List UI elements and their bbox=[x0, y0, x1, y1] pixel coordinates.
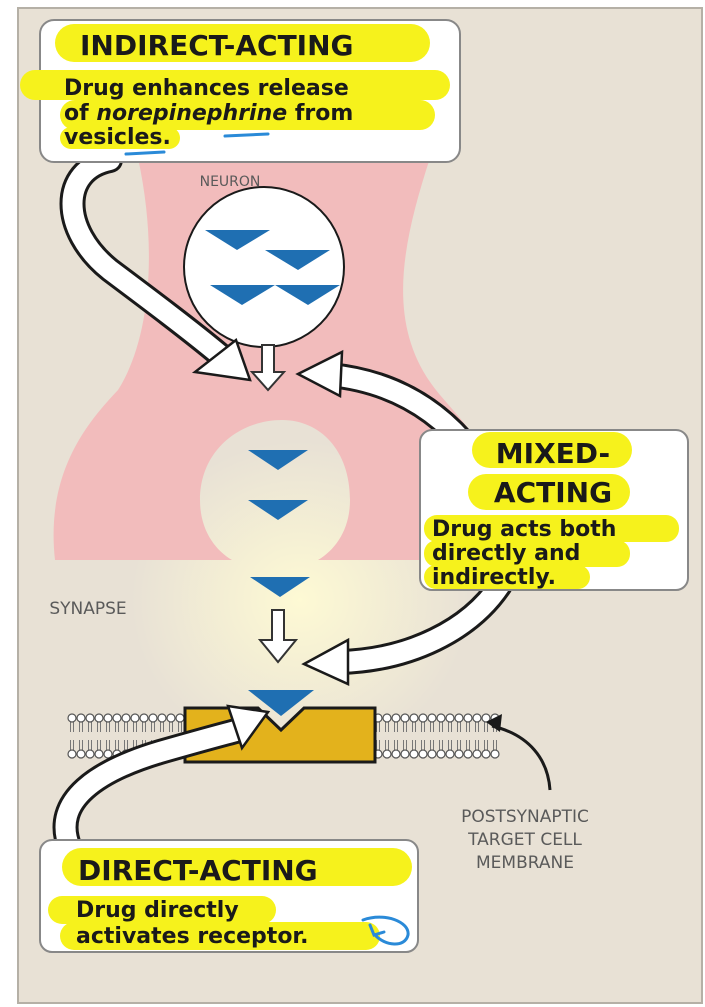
lipid-head bbox=[428, 750, 436, 758]
mixed-line-1: Drug acts both bbox=[432, 517, 616, 542]
lipid-head bbox=[437, 714, 445, 722]
lipid-head bbox=[68, 714, 76, 722]
lipid-head bbox=[446, 750, 454, 758]
vesicle bbox=[184, 187, 344, 347]
lipid-head bbox=[113, 714, 121, 722]
lipid-head bbox=[473, 714, 481, 722]
lipid-head bbox=[140, 714, 148, 722]
lipid-head bbox=[77, 750, 85, 758]
lipid-head bbox=[410, 750, 418, 758]
lipid-head bbox=[77, 714, 85, 722]
direct-line-1: Drug directly bbox=[76, 898, 239, 923]
lipid-head bbox=[86, 714, 94, 722]
lipid-head bbox=[491, 750, 499, 758]
lipid-head bbox=[95, 714, 103, 722]
lipid-head bbox=[158, 714, 166, 722]
indirect-title: INDIRECT-ACTING bbox=[80, 29, 354, 62]
indirect-line-1: Drug enhances release bbox=[64, 76, 349, 101]
lipid-head bbox=[401, 714, 409, 722]
lipid-head bbox=[68, 750, 76, 758]
direct-title: DIRECT-ACTING bbox=[78, 854, 318, 887]
postsynaptic-label-1: POSTSYNAPTIC bbox=[461, 807, 589, 827]
lipid-head bbox=[464, 750, 472, 758]
lipid-head bbox=[131, 714, 139, 722]
lipid-head bbox=[167, 714, 175, 722]
indirect-line-3: vesicles. bbox=[64, 125, 171, 150]
synapse-label: SYNAPSE bbox=[49, 599, 126, 619]
pen-mark bbox=[126, 152, 164, 154]
indirect-line-2: of norepinephrine from bbox=[64, 101, 353, 126]
neuron-label: NEURON bbox=[200, 174, 261, 190]
lipid-head bbox=[383, 750, 391, 758]
pen-mark bbox=[225, 134, 268, 136]
mixed-line-3: indirectly. bbox=[432, 565, 556, 590]
lipid-head bbox=[419, 750, 427, 758]
lipid-head bbox=[122, 714, 130, 722]
lipid-head bbox=[446, 714, 454, 722]
lipid-head bbox=[392, 714, 400, 722]
mixed-title-1: MIXED- bbox=[496, 437, 610, 470]
lipid-head bbox=[104, 714, 112, 722]
lipid-head bbox=[401, 750, 409, 758]
lipid-head bbox=[392, 750, 400, 758]
lipid-head bbox=[455, 750, 463, 758]
lipid-head bbox=[419, 714, 427, 722]
lipid-head bbox=[482, 750, 490, 758]
lipid-head bbox=[95, 750, 103, 758]
postsynaptic-label-3: MEMBRANE bbox=[476, 853, 574, 873]
lipid-head bbox=[464, 714, 472, 722]
lipid-head bbox=[383, 714, 391, 722]
lipid-head bbox=[149, 714, 157, 722]
lipid-head bbox=[473, 750, 481, 758]
lipid-head bbox=[437, 750, 445, 758]
lipid-head bbox=[428, 714, 436, 722]
mixed-line-2: directly and bbox=[432, 541, 580, 566]
lipid-head bbox=[410, 714, 418, 722]
postsynaptic-label-2: TARGET CELL bbox=[467, 830, 582, 850]
lipid-head bbox=[176, 714, 184, 722]
mixed-title-2: ACTING bbox=[494, 476, 612, 509]
lipid-head bbox=[455, 714, 463, 722]
lipid-head bbox=[86, 750, 94, 758]
direct-line-2: activates receptor. bbox=[76, 924, 309, 949]
